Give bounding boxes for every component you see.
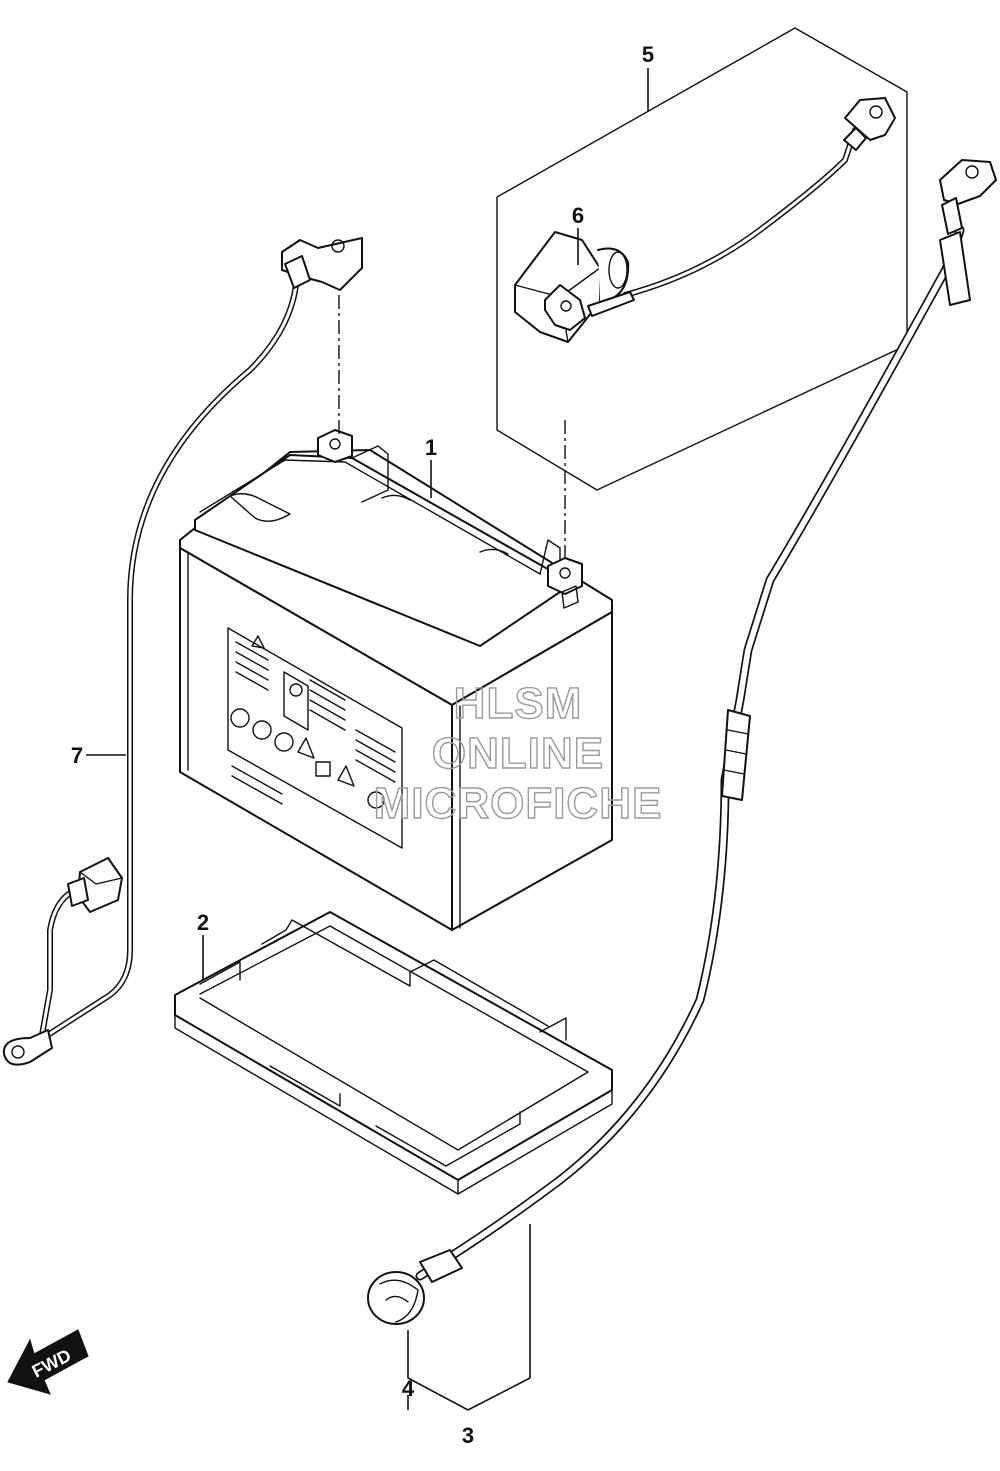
callout-6: 6 — [572, 203, 584, 228]
terminal-cap — [367, 1249, 463, 1325]
watermark: HLSM ONLINE MICROFICHE — [373, 678, 663, 828]
callout-2: 2 — [197, 910, 209, 935]
battery — [179, 429, 613, 931]
callout-4: 4 — [402, 1376, 415, 1401]
watermark-line-2: ONLINE — [432, 729, 604, 778]
battery-tray — [174, 911, 613, 1195]
negative-cable — [415, 159, 997, 1281]
callout-1: 1 — [425, 435, 437, 460]
fwd-arrow-icon: FWD — [7, 1329, 89, 1395]
positive-cable — [544, 97, 896, 331]
callout-3: 3 — [462, 1423, 474, 1448]
callout-5: 5 — [642, 42, 654, 67]
watermark-line-1: HLSM — [454, 679, 583, 728]
watermark-line-3: MICROFICHE — [374, 779, 663, 828]
leader-lines — [86, 68, 649, 1411]
wire-harness — [2, 237, 363, 1066]
callout-7: 7 — [71, 743, 83, 768]
